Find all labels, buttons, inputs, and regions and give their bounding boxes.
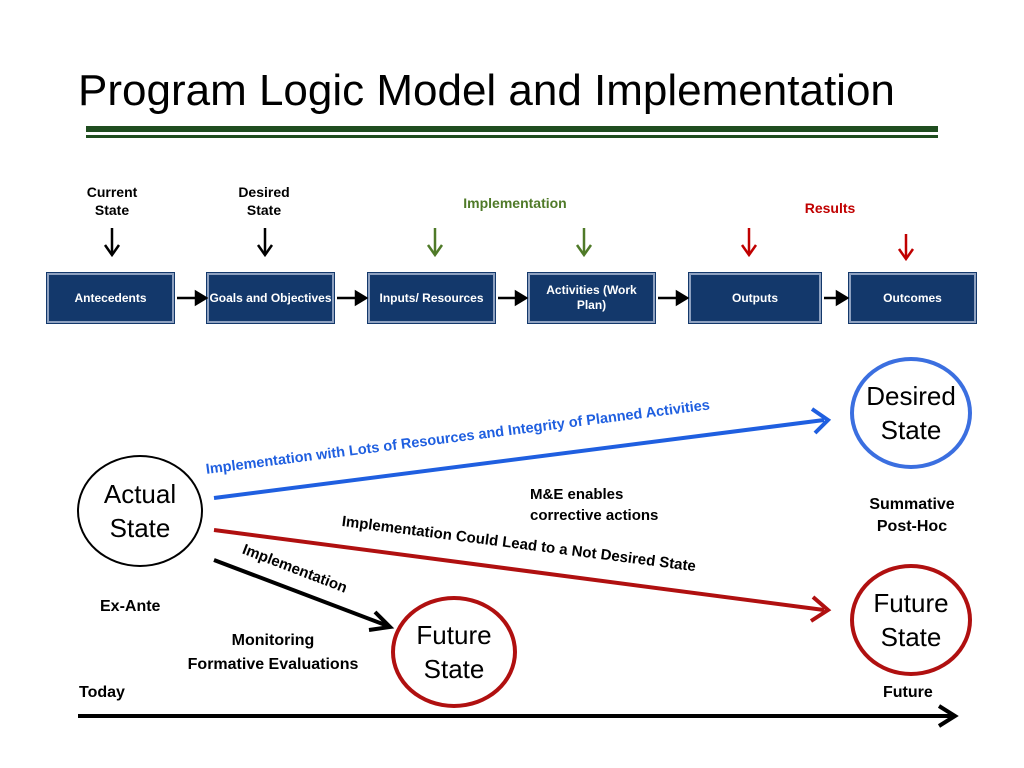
- future-state-circle-mid: Future State: [391, 596, 517, 708]
- blue-arrow: [213, 407, 832, 500]
- down-arrow-inputs: [426, 228, 444, 258]
- down-arrow-outputs: [740, 228, 758, 258]
- outputs-box: Outputs: [689, 273, 821, 323]
- black-arrow: [213, 558, 395, 632]
- monitoring-note: Monitoring Formative Evaluations: [187, 632, 359, 673]
- inputs-resources-box: Inputs/ Resources: [368, 273, 495, 323]
- future-label: Future: [883, 684, 933, 701]
- ex-ante-note: Ex-Ante: [100, 598, 161, 615]
- down-arrow-activities: [575, 228, 593, 258]
- timeline-arrow: [78, 704, 959, 728]
- summative-note: Summative Post-Hoc: [869, 496, 955, 535]
- actual-state-circle: Actual State: [77, 455, 203, 567]
- down-arrow-desired: [256, 228, 274, 258]
- implementation-label: Implementation: [463, 195, 567, 211]
- today-label: Today: [79, 684, 125, 701]
- results-label: Results: [804, 200, 856, 216]
- current-state-label: Current State: [86, 184, 138, 218]
- title-rule-thick: [86, 126, 938, 132]
- red-arrow: [213, 528, 832, 623]
- flow-connectors: [177, 289, 850, 307]
- antecedents-box: Antecedents: [47, 273, 174, 323]
- outcomes-box: Outcomes: [849, 273, 976, 323]
- desired-state-circle: Desired State: [850, 357, 972, 469]
- down-arrow-outcomes: [897, 234, 915, 262]
- down-arrow-current: [103, 228, 121, 258]
- title-rule-thin: [86, 135, 938, 138]
- goals-objectives-box: Goals and Objectives: [207, 273, 334, 323]
- activities-box: Activities (Work Plan): [528, 273, 655, 323]
- desired-state-label: Desired State: [238, 184, 290, 218]
- me-note: M&E enables corrective actions: [530, 486, 659, 524]
- future-state-circle-right: Future State: [850, 564, 972, 676]
- page-title: Program Logic Model and Implementation: [78, 66, 895, 115]
